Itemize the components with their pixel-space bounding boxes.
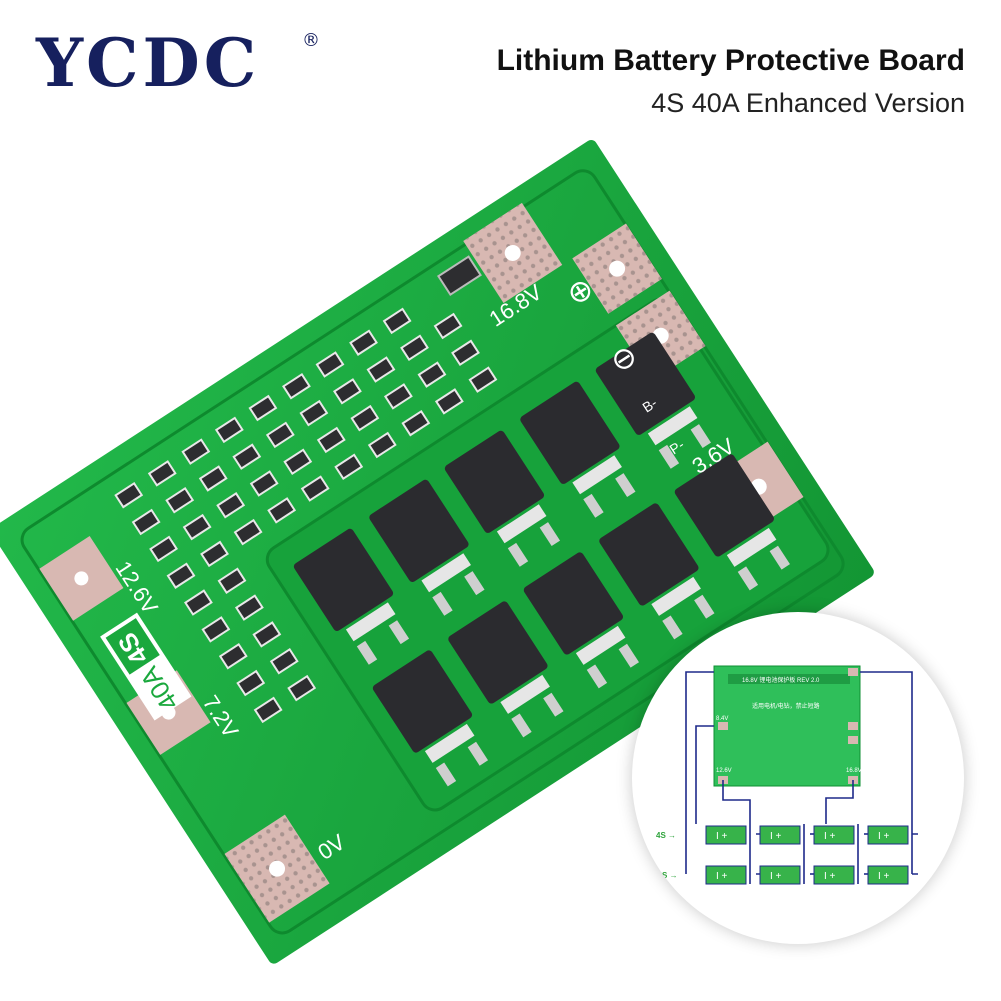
inset-board-note: 适用电机/电钻，禁止短路 [752, 702, 820, 710]
cell-symbol: I + [716, 831, 728, 842]
cell-row-4s: I + I + I + I + [705, 825, 909, 845]
cell-symbol: I + [716, 871, 728, 882]
product-subtitle: 4S 40A Enhanced Version [651, 88, 965, 118]
mosfet-array [293, 332, 790, 787]
cell-symbol: I + [878, 871, 890, 882]
product-title: Lithium Battery Protective Board [496, 44, 965, 77]
row-label-4s: 4S → [656, 831, 676, 840]
inset-board-title: 16.8V 锂电池保护板 REV 2.0 [742, 676, 820, 684]
cell-symbol: I + [824, 871, 836, 882]
inset-pad-8-4v: 8.4V [716, 716, 728, 722]
wiring-diagram-inset: 16.8V 锂电池保护板 REV 2.0 适用电机/电钻，禁止短路 8.4V 1… [632, 612, 964, 944]
cell-symbol: I + [770, 871, 782, 882]
row-label-2p4s: 2p 4S → [646, 871, 678, 880]
inset-pad-16-8v: 16.8V [846, 768, 862, 774]
smd-components [114, 307, 498, 724]
registered-mark: ® [302, 30, 320, 51]
cell-symbol: I + [824, 831, 836, 842]
inset-pad-12-6v: 12.6V [716, 768, 732, 774]
pad-16-8v [463, 202, 563, 304]
cell-symbol: I + [770, 831, 782, 842]
diode [437, 255, 482, 297]
pad-0v [224, 814, 330, 923]
brand-logo: YCDC ® [36, 22, 320, 104]
inset-board [714, 666, 860, 786]
board-photo: 4S 40A 16.8V 3.6V 12.6V 7.2V 0V ⊕ ⊖ B- P… [0, 140, 874, 964]
pad-12-6v [39, 536, 124, 621]
pad-positive [572, 223, 662, 314]
brand-name: YCDC [36, 24, 261, 102]
cell-row-2p4s: I + I + I + I + [705, 865, 909, 885]
cell-symbol: I + [878, 831, 890, 842]
